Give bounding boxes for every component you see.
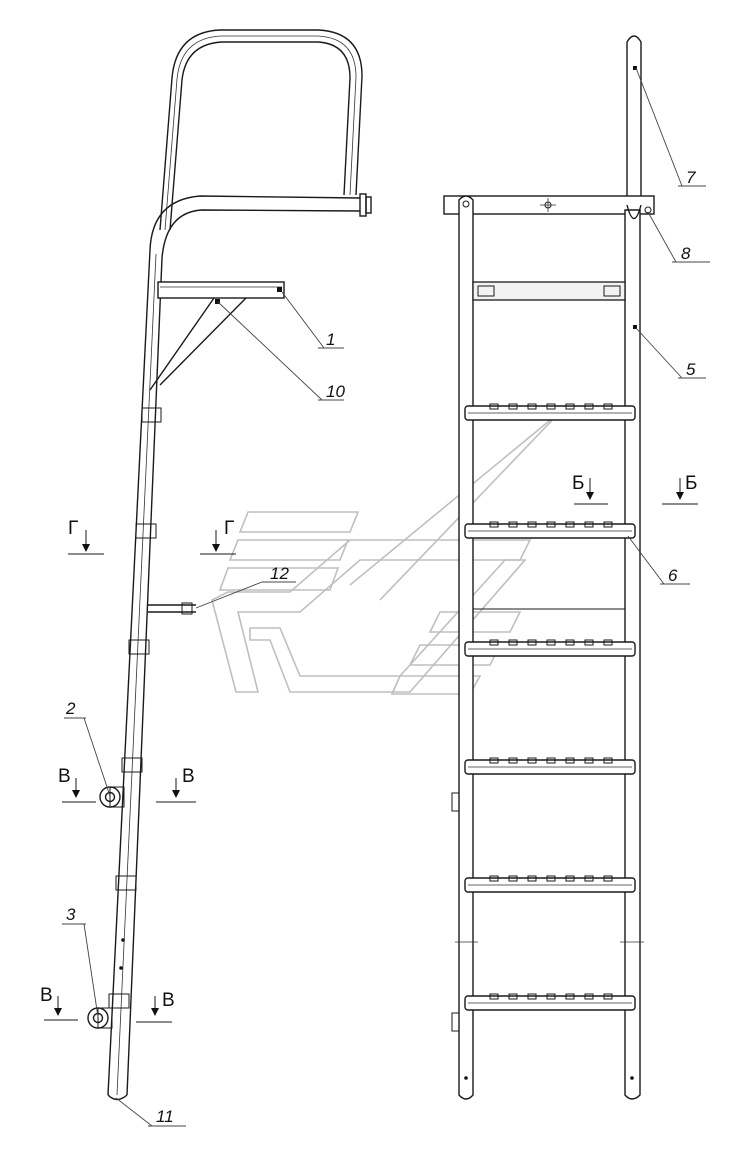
svg-text:Б: Б xyxy=(572,473,584,494)
callout-3: 3 xyxy=(62,905,99,1018)
ladder-tread xyxy=(464,875,636,893)
svg-text:5: 5 xyxy=(686,360,696,379)
svg-text:10: 10 xyxy=(326,382,345,401)
section-b-right: Б xyxy=(662,473,698,505)
svg-text:11: 11 xyxy=(156,1107,174,1126)
svg-text:В: В xyxy=(182,766,195,787)
callout-7: 7 xyxy=(635,67,706,187)
svg-text:8: 8 xyxy=(681,244,691,263)
svg-text:Г: Г xyxy=(224,518,234,539)
section-v-upper-right: В xyxy=(156,766,196,803)
callout-12: 12 xyxy=(195,564,296,609)
callout-5: 5 xyxy=(635,327,706,379)
svg-text:В: В xyxy=(40,985,53,1006)
ladder-tread xyxy=(464,521,636,539)
svg-text:6: 6 xyxy=(668,566,678,585)
callout-2: 2 xyxy=(64,699,111,797)
ladder-tread xyxy=(464,403,636,421)
svg-text:7: 7 xyxy=(686,168,696,187)
section-g-right: Г xyxy=(200,518,236,555)
svg-text:2: 2 xyxy=(65,699,76,718)
callout-8: 10 xyxy=(217,301,345,401)
svg-text:В: В xyxy=(58,766,71,787)
section-g-left: Г xyxy=(68,518,104,555)
ladder-tread xyxy=(464,757,636,775)
section-v-lower-right: В xyxy=(136,990,175,1023)
ladder-front-view xyxy=(443,35,655,1100)
callout-1: 1 xyxy=(281,291,344,349)
ladder-tread xyxy=(464,993,636,1011)
svg-text:Г: Г xyxy=(68,518,78,539)
ladder-side-view xyxy=(87,29,372,1101)
watermark-logo xyxy=(211,411,561,695)
section-b-left: Б xyxy=(572,473,608,505)
section-v-upper-left: В xyxy=(58,766,96,803)
callout-6: 6 xyxy=(627,535,690,585)
callout-11: 11 xyxy=(115,1097,186,1127)
ladder-tread xyxy=(464,639,636,657)
svg-text:В: В xyxy=(162,990,175,1011)
svg-text:Б: Б xyxy=(685,473,697,494)
section-v-lower-left: В xyxy=(40,985,78,1021)
svg-text:12: 12 xyxy=(270,564,289,583)
callout-10: 8 xyxy=(647,211,710,263)
svg-text:1: 1 xyxy=(326,330,335,349)
svg-text:3: 3 xyxy=(66,905,76,924)
